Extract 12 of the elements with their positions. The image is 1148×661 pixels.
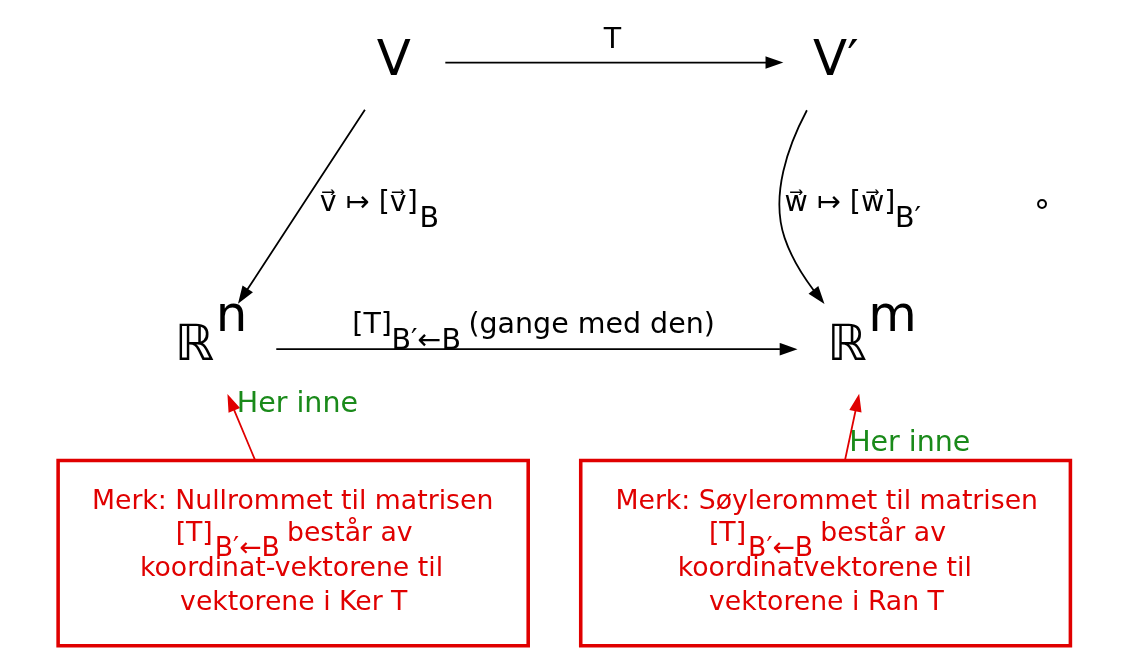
arrow xyxy=(843,393,862,462)
arrow xyxy=(237,108,366,304)
arrow xyxy=(226,393,256,462)
edge-label: Her inne xyxy=(848,424,970,458)
arrow xyxy=(443,56,783,69)
arrow xyxy=(777,109,824,304)
node-text: V xyxy=(376,28,411,87)
edge-label: T xyxy=(603,21,621,55)
arrow xyxy=(274,342,797,356)
node-text: V′ xyxy=(812,28,859,87)
label: ∘ xyxy=(1031,183,1052,222)
edge-label: Her inne xyxy=(236,386,358,420)
